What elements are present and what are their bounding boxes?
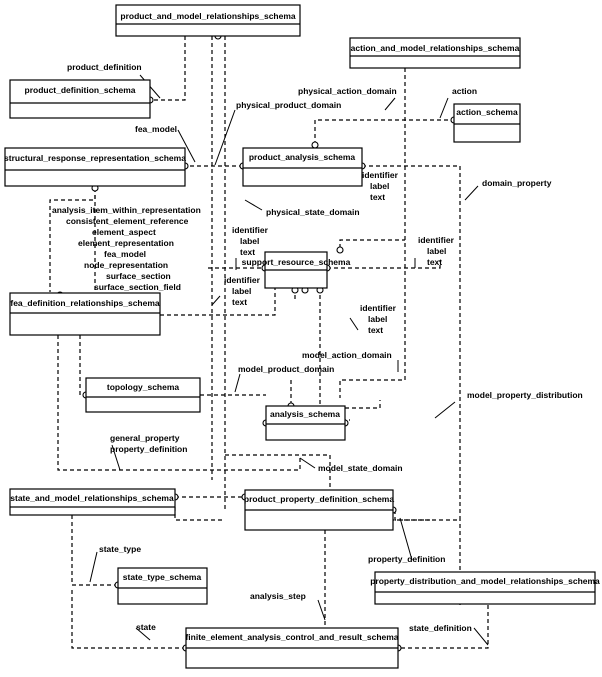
schema-title: topology_schema — [107, 382, 180, 392]
ref-identifier-a: identifier — [362, 170, 399, 180]
schema-title: product_analysis_schema — [249, 152, 356, 162]
fea-item-0: analysis_item_within_representation — [52, 205, 201, 215]
schema-title: state_and_model_relationships_schema — [10, 493, 174, 503]
schema-topology: topology_schema — [85, 377, 201, 413]
schema-action-and-model-relationships: action_and_model_relationships_schema — [349, 37, 521, 69]
schema-title: action_and_model_relationships_schema — [351, 43, 520, 53]
schema-title: action_schema — [456, 107, 518, 117]
ref-identifier-d: identifier — [224, 275, 261, 285]
schema-title: support_resource_schema — [242, 257, 351, 267]
schema-title: product_and_model_relationships_schema — [120, 11, 296, 21]
fea-item-3: element_representation — [78, 238, 174, 248]
label-state-definition: state_definition — [409, 623, 472, 633]
ref-label-e: label — [368, 314, 387, 324]
label-physical-product-domain: physical_product_domain — [236, 100, 341, 110]
ref-text-b: text — [240, 247, 255, 257]
label-analysis-step: analysis_step — [250, 591, 306, 601]
label-model-action-domain: model_action_domain — [302, 350, 392, 360]
schema-state-and-model-relationships: state_and_model_relationships_schema — [9, 488, 176, 516]
label-pointers — [89, 74, 489, 646]
label-general-property: general_property — [110, 433, 180, 443]
schema-fea-definition-relationships: fea_definition_relationships_schema — [9, 292, 161, 336]
schema-product-property-definition: product_property_definition_schema — [244, 489, 394, 531]
fea-item-7: surface_section_field — [94, 282, 181, 292]
ref-text-d: text — [232, 297, 247, 307]
schema-title: structural_response_representation_schem… — [4, 153, 186, 163]
ref-identifier-e: identifier — [360, 303, 397, 313]
schema-product-definition: product_definition_schema — [9, 79, 151, 119]
ref-identifier-c: identifier — [418, 235, 455, 245]
schema-support-resource: support_resource_schema — [242, 251, 351, 289]
ref-text-e: text — [368, 325, 383, 335]
schema-state-type: state_type_schema — [117, 567, 208, 605]
fea-item-1: consistent_element_reference — [66, 216, 189, 226]
fea-item-2: element_aspect — [92, 227, 156, 237]
fea-item-6: surface_section — [106, 271, 171, 281]
schema-property-distribution-and-model-relationships: property_distribution_and_model_relation… — [370, 571, 600, 605]
ref-identifier-b: identifier — [232, 225, 269, 235]
schema-title: finite_element_analysis_control_and_resu… — [185, 632, 398, 642]
ref-label-a: label — [370, 181, 389, 191]
ref-label-d: label — [232, 286, 251, 296]
ref-label-c: label — [427, 246, 446, 256]
label-fea-model: fea_model — [135, 124, 177, 134]
label-physical-state-domain: physical_state_domain — [266, 207, 360, 217]
ref-text-c: text — [427, 257, 442, 267]
label-model-state-domain: model_state_domain — [318, 463, 403, 473]
label-model-product-domain: model_product_domain — [238, 364, 334, 374]
schema-title: analysis_schema — [270, 409, 340, 419]
schema-title: property_distribution_and_model_relation… — [370, 576, 600, 586]
ref-text-a: text — [370, 192, 385, 202]
label-model-property-distribution: model_property_distribution — [467, 390, 583, 400]
label-state-type: state_type — [99, 544, 141, 554]
ref-label-b: label — [240, 236, 259, 246]
schema-title: product_property_definition_schema — [244, 494, 394, 504]
schema-product-analysis: product_analysis_schema — [242, 147, 363, 187]
schema-title: product_definition_schema — [25, 85, 136, 95]
relationship-labels: product_definition physical_action_domai… — [52, 62, 583, 633]
label-physical-action-domain: physical_action_domain — [298, 86, 397, 96]
schema-title: state_type_schema — [123, 572, 202, 582]
fea-item-5: node_representation — [84, 260, 168, 270]
label-action: action — [452, 86, 477, 96]
fea-item-4: fea_model — [104, 249, 146, 259]
schema-analysis: analysis_schema — [265, 405, 346, 441]
label-domain-property: domain_property — [482, 178, 552, 188]
label-state: state — [136, 622, 156, 632]
schema-structural-response-representation: structural_response_representation_schem… — [4, 147, 186, 187]
label-property-definition-b: property_definition — [368, 554, 445, 564]
label-product-definition: product_definition — [67, 62, 142, 72]
label-property-definition-a: property_definition — [110, 444, 187, 454]
schema-action: action_schema — [453, 103, 521, 143]
schema-finite-element-analysis-control-and-result: finite_element_analysis_control_and_resu… — [185, 627, 399, 669]
schema-title: fea_definition_relationships_schema — [10, 298, 160, 308]
schema-product-and-model-relationships: product_and_model_relationships_schema — [115, 4, 301, 37]
